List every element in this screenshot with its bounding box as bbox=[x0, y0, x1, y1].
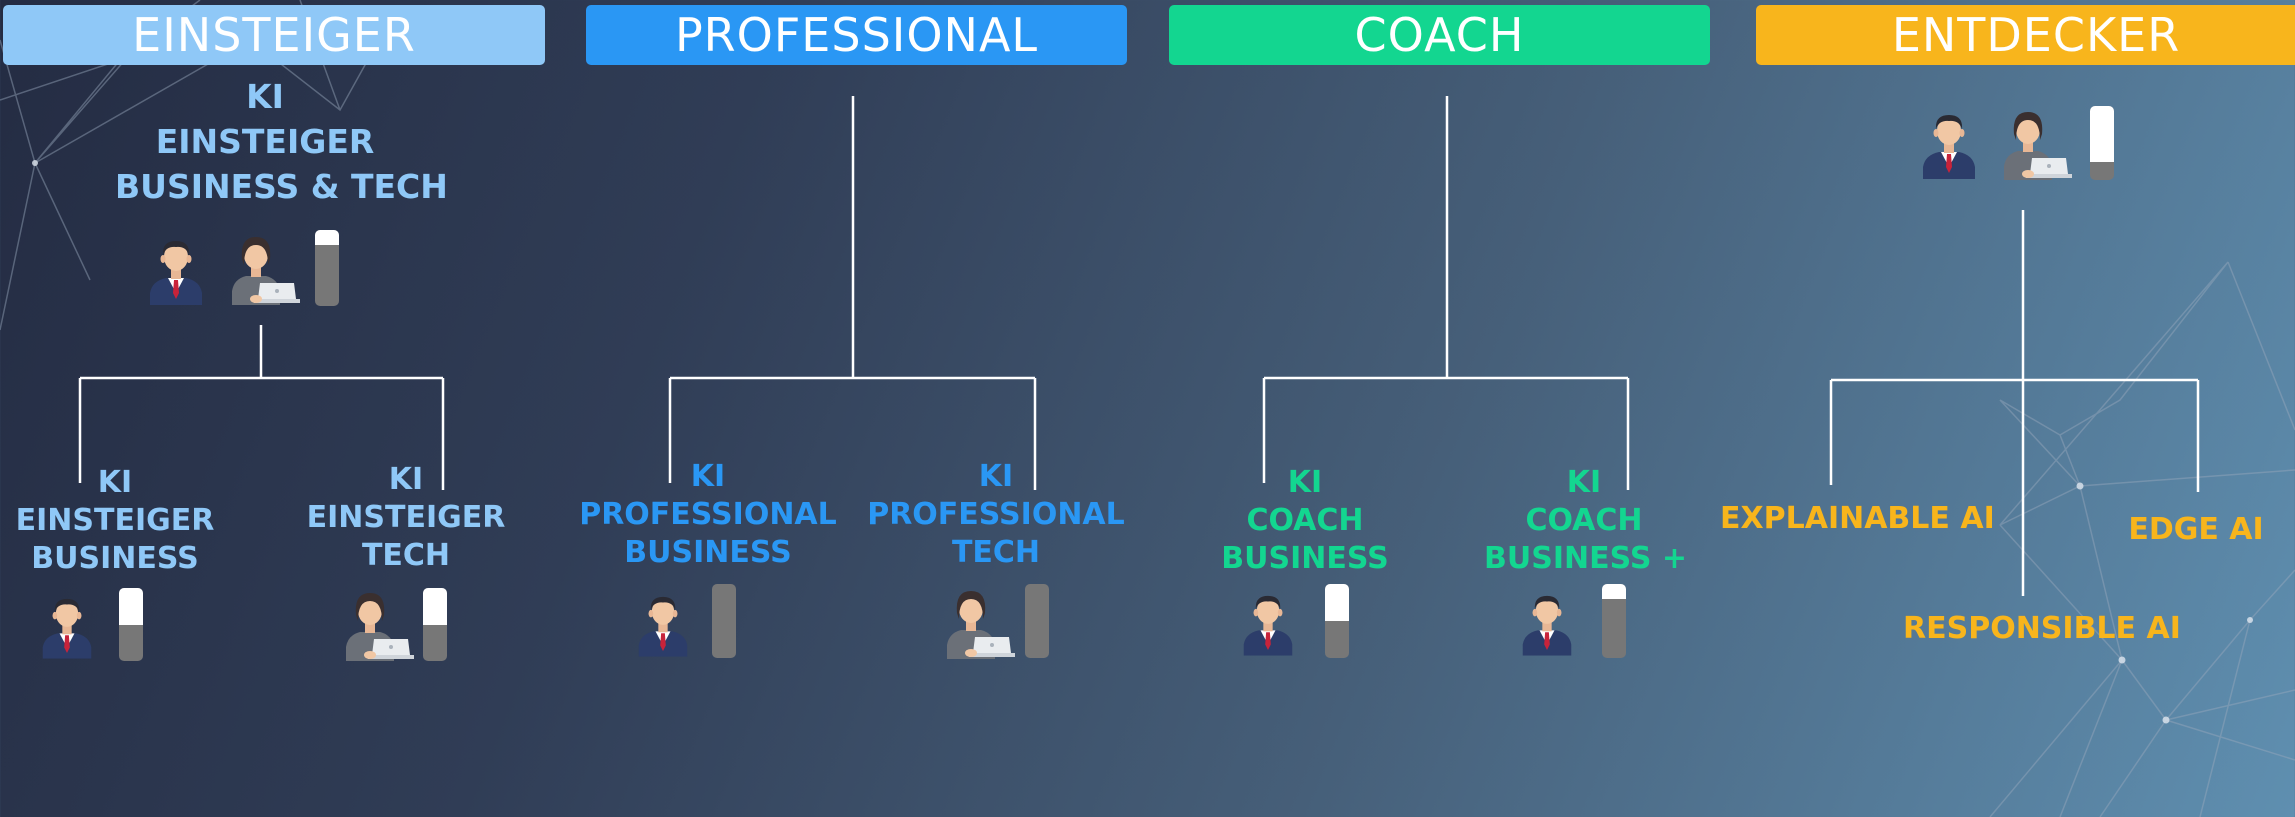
label-line: BUSINESS bbox=[624, 535, 792, 570]
label-line: KI bbox=[1287, 465, 1323, 500]
explainable-ai-label: EXPLAINABLE AI bbox=[1720, 500, 1995, 538]
label-line: RESPONSIBLE AI bbox=[1903, 611, 2181, 646]
header-entdecker-label: ENTDECKER bbox=[1891, 8, 2181, 62]
label-line: TECH bbox=[951, 535, 1041, 570]
label-line: KI bbox=[690, 459, 726, 494]
coach-business-plus-label: KI COACH BUSINESS + bbox=[1484, 464, 1688, 578]
header-einsteiger-label: EINSTEIGER bbox=[132, 8, 416, 62]
businessman-icon bbox=[146, 233, 206, 305]
label-line: EDGE AI bbox=[2128, 512, 2264, 547]
level-bar-icon bbox=[1025, 584, 1049, 658]
einsteiger-business-label: KI EINSTEIGER BUSINESS bbox=[15, 464, 215, 578]
label-line: KI bbox=[388, 462, 424, 497]
businessman-icon bbox=[635, 587, 691, 659]
header-coach: COACH bbox=[1169, 5, 1710, 65]
label-line: PROFESSIONAL bbox=[867, 497, 1125, 532]
level-bar-icon bbox=[315, 230, 339, 306]
einsteiger-top-label: KI EINSTEIGER BUSINESS & TECH bbox=[115, 74, 448, 209]
level-bar-icon bbox=[1325, 584, 1349, 658]
label-line: BUSINESS bbox=[31, 541, 199, 576]
businessman-icon bbox=[1240, 586, 1296, 658]
professional-business-label: KI PROFESSIONAL BUSINESS bbox=[578, 458, 838, 572]
label-line: EINSTEIGER bbox=[155, 122, 375, 161]
label-line: KI bbox=[246, 77, 284, 116]
label-line: EINSTEIGER bbox=[15, 503, 215, 538]
label-line: BUSINESS bbox=[1221, 541, 1389, 576]
einsteiger-tech-label: KI EINSTEIGER TECH bbox=[306, 461, 506, 575]
level-bar-icon bbox=[119, 588, 143, 661]
edge-ai-label: EDGE AI bbox=[2126, 511, 2266, 549]
label-line: COACH bbox=[1525, 503, 1643, 538]
coach-business-label: KI COACH BUSINESS bbox=[1205, 464, 1405, 578]
header-entdecker: ENTDECKER bbox=[1756, 5, 2295, 65]
businesswoman-laptop-icon bbox=[2002, 104, 2072, 180]
businesswoman-laptop-icon bbox=[344, 585, 414, 661]
label-line: BUSINESS & TECH bbox=[115, 167, 448, 206]
businessman-icon bbox=[1919, 107, 1979, 179]
level-bar-icon bbox=[712, 584, 736, 658]
level-bar-icon bbox=[1602, 584, 1626, 658]
header-coach-label: COACH bbox=[1354, 8, 1525, 62]
responsible-ai-label: RESPONSIBLE AI bbox=[1903, 610, 2181, 648]
label-line: PROFESSIONAL bbox=[579, 497, 837, 532]
label-line: KI bbox=[97, 465, 133, 500]
label-line: TECH bbox=[361, 538, 451, 573]
businesswoman-laptop-icon bbox=[945, 583, 1015, 659]
businessman-icon bbox=[1519, 586, 1575, 658]
header-einsteiger: EINSTEIGER bbox=[3, 5, 545, 65]
header-professional-label: PROFESSIONAL bbox=[674, 8, 1039, 62]
label-line: BUSINESS + bbox=[1484, 541, 1688, 576]
header-professional: PROFESSIONAL bbox=[586, 5, 1127, 65]
label-line: KI bbox=[1566, 465, 1602, 500]
label-line: COACH bbox=[1246, 503, 1364, 538]
label-line: KI bbox=[978, 459, 1014, 494]
label-line: EINSTEIGER bbox=[306, 500, 506, 535]
professional-tech-label: KI PROFESSIONAL TECH bbox=[866, 458, 1126, 572]
businesswoman-laptop-icon bbox=[230, 229, 300, 305]
level-bar-icon bbox=[2090, 106, 2114, 180]
businessman-icon bbox=[39, 589, 95, 661]
label-line: EXPLAINABLE AI bbox=[1720, 501, 1995, 536]
level-bar-icon bbox=[423, 588, 447, 661]
